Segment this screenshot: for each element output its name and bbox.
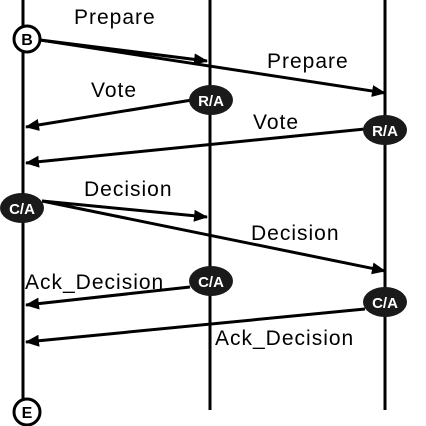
ca-node-coordinator-label: C/A <box>9 201 35 218</box>
prepare-label-1: Prepare <box>74 6 156 29</box>
end-node-label: E <box>22 405 33 422</box>
begin-node: B <box>12 24 42 54</box>
decision-label-2: Decision <box>251 222 340 245</box>
vote-label-1: Vote <box>91 79 137 102</box>
prepare-arrow-2 <box>39 38 386 97</box>
decision-label-1: Decision <box>84 178 173 201</box>
ca-node-2: C/A <box>363 287 407 317</box>
ra-node-2: R/A <box>363 115 407 145</box>
ack-label-1: Ack_Decision <box>25 271 164 294</box>
ra-node-1: R/A <box>189 85 233 115</box>
vote-arrow-1 <box>25 98 193 131</box>
prepare-label-2: Prepare <box>267 50 349 73</box>
ca-node-coordinator: C/A <box>0 193 44 223</box>
ca-node-2-label: C/A <box>372 295 398 312</box>
vote-label-2: Vote <box>253 111 299 134</box>
decision-arrow-1 <box>41 199 208 222</box>
vote-arrow-2 <box>25 127 366 168</box>
ack-arrow-1 <box>25 285 191 310</box>
ra-node-2-label: R/A <box>372 123 398 140</box>
ca-node-1-label: C/A <box>198 274 224 291</box>
ca-node-1: C/A <box>189 266 233 296</box>
end-node: E <box>12 397 42 426</box>
ack-arrow-2 <box>25 307 366 347</box>
decision-arrow-2 <box>41 199 386 275</box>
ack-label-2: Ack_Decision <box>215 327 354 350</box>
ra-node-1-label: R/A <box>198 93 224 110</box>
begin-node-label: B <box>21 32 33 49</box>
